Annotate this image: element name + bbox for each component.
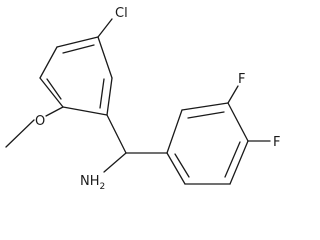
bond <box>99 78 105 109</box>
amine-label: NH2 <box>80 174 105 192</box>
bond <box>56 36 99 48</box>
chlorine-label: Cl <box>115 6 128 21</box>
bond <box>39 77 64 108</box>
bond <box>224 141 241 178</box>
bond <box>106 114 127 154</box>
chemical-structure: Cl O NH2 F F <box>5 6 280 192</box>
fluorine-top-label: F <box>238 72 245 87</box>
bond <box>39 46 58 79</box>
oxygen-label: O <box>35 114 45 129</box>
bond <box>227 85 239 104</box>
bond <box>166 109 183 154</box>
bond <box>181 102 229 111</box>
bond <box>45 106 64 117</box>
bond <box>106 77 113 116</box>
fluorine-right-label: F <box>273 135 280 150</box>
bond <box>62 106 108 116</box>
bond <box>174 153 190 178</box>
bond <box>46 78 62 100</box>
amine-symbol: NH <box>80 174 100 189</box>
bond <box>5 119 35 148</box>
molecule-bonds <box>5 18 271 185</box>
bond <box>187 111 225 119</box>
bond <box>227 102 249 142</box>
bond <box>62 44 95 54</box>
bond <box>229 140 249 185</box>
bond <box>97 36 113 79</box>
bond <box>166 152 186 185</box>
atom-labels: Cl O NH2 F F <box>35 6 280 192</box>
bond <box>103 152 127 173</box>
amine-subscript: 2 <box>100 182 106 192</box>
bond <box>97 18 113 38</box>
